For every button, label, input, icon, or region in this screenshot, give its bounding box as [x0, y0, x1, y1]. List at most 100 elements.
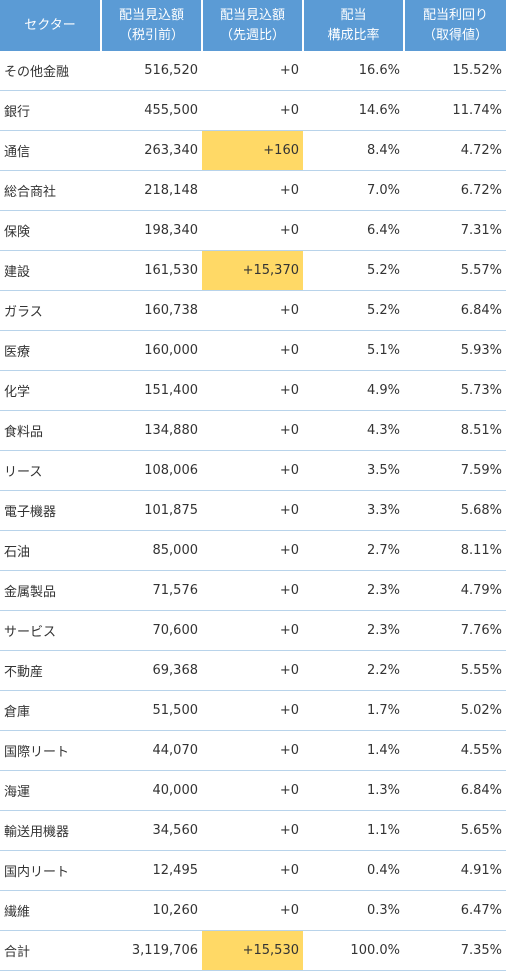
ratio-cell: 14.6%	[303, 90, 404, 131]
ratio-cell: 2.7%	[303, 530, 404, 571]
header-line: 配当	[340, 7, 367, 23]
yield-cell: 6.72%	[404, 170, 506, 211]
amount-cell: 218,148	[101, 170, 202, 211]
ratio-cell: 4.9%	[303, 370, 404, 411]
ratio-cell: 1.3%	[303, 770, 404, 811]
sector-cell: 輸送用機器	[0, 810, 101, 851]
amount-cell: 34,560	[101, 810, 202, 851]
yield-cell: 5.68%	[404, 490, 506, 531]
yield-cell: 7.31%	[404, 210, 506, 251]
sector-cell: 建設	[0, 250, 101, 291]
change-cell: +0	[202, 770, 303, 811]
amount-cell: 12,495	[101, 850, 202, 891]
sector-cell: その他金融	[0, 51, 101, 91]
amount-cell: 3,119,706	[101, 930, 202, 971]
ratio-cell: 2.2%	[303, 650, 404, 691]
ratio-cell: 4.3%	[303, 410, 404, 451]
amount-cell: 108,006	[101, 450, 202, 491]
yield-cell: 7.76%	[404, 610, 506, 651]
ratio-cell: 8.4%	[303, 130, 404, 171]
header-line: （取得値）	[422, 27, 488, 43]
header-dividend-ratio: 配当構成比率	[303, 0, 405, 51]
sector-cell: サービス	[0, 610, 101, 651]
yield-cell: 8.11%	[404, 530, 506, 571]
header-line: セクター	[24, 17, 76, 33]
change-cell: +0	[202, 890, 303, 931]
yield-cell: 6.84%	[404, 290, 506, 331]
amount-cell: 101,875	[101, 490, 202, 531]
amount-cell: 70,600	[101, 610, 202, 651]
amount-cell: 134,880	[101, 410, 202, 451]
amount-cell: 10,260	[101, 890, 202, 931]
amount-cell: 40,000	[101, 770, 202, 811]
sector-cell: 国際リート	[0, 730, 101, 771]
ratio-cell: 100.0%	[303, 930, 404, 971]
amount-cell: 69,368	[101, 650, 202, 691]
amount-cell: 51,500	[101, 690, 202, 731]
sector-cell: 食料品	[0, 410, 101, 451]
yield-cell: 5.65%	[404, 810, 506, 851]
sector-cell: 電子機器	[0, 490, 101, 531]
ratio-cell: 0.4%	[303, 850, 404, 891]
sector-cell: 石油	[0, 530, 101, 571]
yield-cell: 5.57%	[404, 250, 506, 291]
change-cell: +160	[202, 130, 303, 171]
amount-cell: 151,400	[101, 370, 202, 411]
header-sector: セクター	[0, 0, 102, 51]
ratio-cell: 5.1%	[303, 330, 404, 371]
sector-cell: 保険	[0, 210, 101, 251]
change-cell: +0	[202, 410, 303, 451]
header-row: セクター配当見込額（税引前）配当見込額（先週比）配当構成比率配当利回り（取得値）	[0, 0, 506, 51]
change-cell: +0	[202, 370, 303, 411]
header-dividend-pretax: 配当見込額 （税引前）	[101, 0, 203, 51]
ratio-cell: 3.5%	[303, 450, 404, 491]
yield-cell: 5.55%	[404, 650, 506, 691]
amount-cell: 85,000	[101, 530, 202, 571]
change-cell: +0	[202, 530, 303, 571]
amount-cell: 44,070	[101, 730, 202, 771]
header-dividend-weekly-change: 配当見込額（先週比）	[202, 0, 304, 51]
yield-cell: 5.73%	[404, 370, 506, 411]
header-line: 配当見込額	[118, 7, 184, 23]
change-cell: +0	[202, 650, 303, 691]
change-cell: +0	[202, 450, 303, 491]
change-cell: +0	[202, 610, 303, 651]
ratio-cell: 0.3%	[303, 890, 404, 931]
yield-cell: 4.55%	[404, 730, 506, 771]
ratio-cell: 16.6%	[303, 51, 404, 91]
header-line: 構成比率	[327, 27, 380, 43]
yield-cell: 5.93%	[404, 330, 506, 371]
amount-cell: 263,340	[101, 130, 202, 171]
header-line: （税引前）	[118, 27, 184, 43]
ratio-cell: 7.0%	[303, 170, 404, 211]
ratio-cell: 2.3%	[303, 570, 404, 611]
header-dividend-yield: 配当利回り（取得値）	[404, 0, 506, 51]
yield-cell: 6.84%	[404, 770, 506, 811]
yield-cell: 4.72%	[404, 130, 506, 171]
yield-cell: 7.35%	[404, 930, 506, 971]
ratio-cell: 6.4%	[303, 210, 404, 251]
sector-cell: ガラス	[0, 290, 101, 331]
header-line: 配当見込額	[219, 7, 285, 23]
sector-cell: 銀行	[0, 90, 101, 131]
sector-cell: 医療	[0, 330, 101, 371]
change-cell: +0	[202, 290, 303, 331]
change-cell: +0	[202, 51, 303, 91]
ratio-cell: 3.3%	[303, 490, 404, 531]
change-cell: +15,530	[202, 930, 303, 971]
yield-cell: 4.91%	[404, 850, 506, 891]
